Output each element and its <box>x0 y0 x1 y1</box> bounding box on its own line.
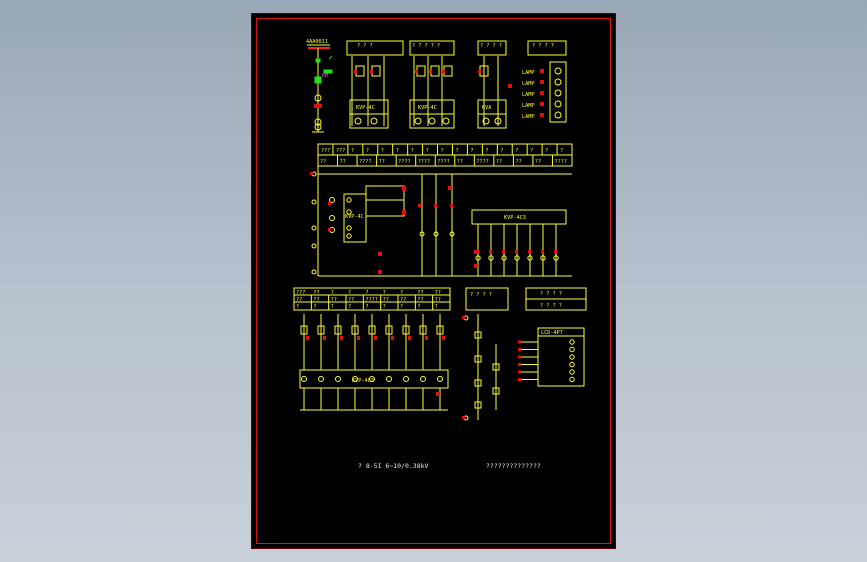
svg-text:? ? ? ?: ? ? ? ? <box>480 43 502 49</box>
table-cell: ?? <box>417 290 423 296</box>
middle-circuit: KVP-4C KVP-4C3 <box>310 166 572 277</box>
table-cell: ?? <box>296 297 302 303</box>
table-cell: ? <box>417 304 420 310</box>
svg-text:KVP-4C: KVP-4C <box>345 214 364 220</box>
drawing-sheet: 4AA0011 KM ? ? ? ? ? ? ? ? ? ? ? ? ? ? ?… <box>251 13 616 549</box>
table-cell: ? <box>313 304 316 310</box>
svg-text:KVA: KVA <box>482 105 492 111</box>
lamp-label: LAMP <box>522 114 535 120</box>
svg-text:? ? ? ? ?: ? ? ? ? ? <box>412 43 440 49</box>
table-cell: ?? <box>383 297 389 303</box>
table-cell: ? <box>365 290 368 296</box>
table-cell: ? <box>485 148 488 154</box>
table-cell: ??? <box>296 290 305 296</box>
incoming-line: 4AA0011 KM <box>306 39 333 133</box>
table-cell: ???? <box>359 159 372 165</box>
svg-text:KM: KM <box>322 73 328 79</box>
lamp-label: LAMP <box>522 81 535 87</box>
table-cell: ?? <box>313 297 319 303</box>
table-cell: ? <box>366 148 369 154</box>
caption-left: ? 8-5I 6~10/0.38kV <box>358 462 429 470</box>
table-cell: ??? <box>336 148 345 154</box>
svg-text:KVP-4C: KVP-4C <box>418 105 437 111</box>
caption-right: ?????????????? <box>486 462 541 470</box>
table-cell: ? <box>455 148 458 154</box>
table-cell: ? <box>348 290 351 296</box>
table-cell: ? <box>351 148 354 154</box>
table-cell: ? <box>530 148 533 154</box>
table-cell: ? <box>560 148 563 154</box>
table-cell: ? <box>426 148 429 154</box>
lcd-module: LCD-4P7 <box>518 327 585 387</box>
middle-table: ????????????????????????????????????????… <box>317 143 573 167</box>
svg-text:KVP-4C3: KVP-4C3 <box>504 215 526 221</box>
bottom-table: ????????????????????????????????????????… <box>293 287 587 311</box>
table-cell: ? <box>348 304 351 310</box>
table-cell: ? <box>400 304 403 310</box>
table-cell: ?? <box>320 159 326 165</box>
lamp-label: LAMP <box>522 92 535 98</box>
relay-group-a: KVP-4C <box>349 56 389 129</box>
table-cell: ? <box>470 148 473 154</box>
table-cell: ? <box>500 148 503 154</box>
schematic-drawing: 4AA0011 KM ? ? ? ? ? ? ? ? ? ? ? ? ? ? ?… <box>293 39 587 470</box>
signal-lamps: LAMP LAMP LAMP LAMP LAMP <box>522 61 567 123</box>
bottom-middle-ladder <box>462 314 500 421</box>
table-cell: ? <box>331 304 334 310</box>
table-cell: ? <box>383 304 386 310</box>
table-cell: ?? <box>496 159 502 165</box>
table-cell: ? <box>331 290 334 296</box>
svg-text:? ? ?: ? ? ? <box>357 43 373 49</box>
relay-group-b: KVP-4C <box>409 56 455 129</box>
table-cell: ? <box>383 290 386 296</box>
table-cell: ???? <box>554 159 567 165</box>
table-cell: ? <box>515 148 518 154</box>
svg-text:? ? ? ?: ? ? ? ? <box>470 292 492 298</box>
table-cell: ???? <box>476 159 489 165</box>
table-cell: ?? <box>340 159 346 165</box>
table-cell: ???? <box>365 297 378 303</box>
svg-text:LCD-4P7: LCD-4P7 <box>541 330 563 336</box>
table-cell: ? <box>441 148 444 154</box>
bottom-left-circuit: KVP-4C3 <box>299 314 449 411</box>
table-cell: ?? <box>457 159 463 165</box>
table-cell: ? <box>381 148 384 154</box>
table-cell: ? <box>545 148 548 154</box>
table-cell: ?? <box>379 159 385 165</box>
table-cell: ? <box>411 148 414 154</box>
lamp-label: LAMP <box>522 103 535 109</box>
table-cell: ? <box>296 304 299 310</box>
sheet-border <box>256 18 611 544</box>
table-cell: ? <box>396 148 399 154</box>
table-cell: ?? <box>348 297 354 303</box>
table-cell: ???? <box>437 159 450 165</box>
lamp-label: LAMP <box>522 70 535 76</box>
relay-group-c: KVA <box>477 56 512 129</box>
table-cell: ???? <box>398 159 411 165</box>
table-cell: ? <box>435 304 438 310</box>
svg-text:? ? ? ?: ? ? ? ? <box>532 43 554 49</box>
svg-text:KVP-4C3: KVP-4C3 <box>352 378 374 384</box>
table-cell: ?? <box>535 159 541 165</box>
table-cell: ?? <box>435 297 441 303</box>
table-cell: ? <box>400 290 403 296</box>
header-table-1: ? ? ? ? ? ? ? ? ? ? ? ? ? ? ? ? <box>346 40 567 56</box>
table-cell: ?? <box>313 290 319 296</box>
table-cell: ?? <box>515 159 521 165</box>
table-cell: ?? <box>435 290 441 296</box>
svg-text:KVP-4C: KVP-4C <box>356 105 375 111</box>
table-cell: ?? <box>417 297 423 303</box>
bus-label: 4AA0011 <box>306 39 328 45</box>
table-cell: ?? <box>331 297 337 303</box>
svg-text:? ? ? ?: ? ? ? ? <box>540 291 562 297</box>
table-cell: ?? <box>400 297 406 303</box>
table-cell: ??? <box>321 148 330 154</box>
table-cell: ? <box>365 304 368 310</box>
svg-text:? ? ? ?: ? ? ? ? <box>540 303 562 309</box>
table-cell: ???? <box>418 159 431 165</box>
